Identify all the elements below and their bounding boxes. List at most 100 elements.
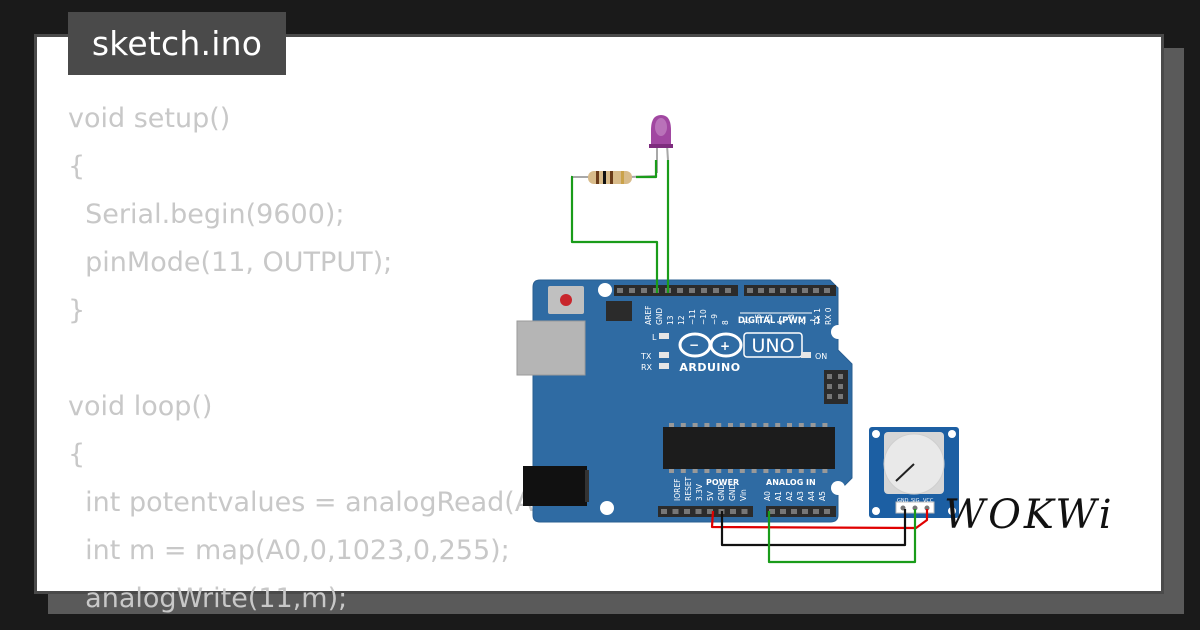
digital-pin-label: ~11 [688, 309, 697, 325]
digital-pin-label: ~6 [754, 314, 763, 325]
header-pin [689, 288, 695, 293]
chip-leg [716, 423, 722, 427]
led[interactable] [649, 115, 673, 173]
digital-pin-label: TX 1 [813, 308, 822, 326]
mount-hole [600, 501, 614, 515]
wokwi-logo: WOKWi [944, 492, 1115, 538]
code-line: analogWrite(11,m); [68, 583, 348, 614]
chip-leg [798, 423, 804, 427]
header-pin [684, 509, 690, 514]
code-line: int m = map(A0,0,1023,0,255); [68, 535, 510, 566]
chip-leg [739, 423, 745, 427]
code-line: void setup() [68, 103, 231, 134]
header-pin [617, 288, 623, 293]
chip-leg [739, 469, 745, 473]
digital-pin-label: 2 [798, 320, 807, 325]
chip-leg [692, 423, 698, 427]
power-jack [523, 466, 587, 506]
chip-leg [798, 469, 804, 473]
code-line: void loop() [68, 391, 213, 422]
digital-pin-label: 7 [743, 320, 752, 325]
power-pin-label: 3.3V [695, 483, 704, 501]
icsp-header [606, 301, 632, 321]
header-pin [813, 288, 819, 293]
reset-button-cap[interactable] [560, 294, 572, 306]
analog-pin-label: A3 [796, 491, 805, 501]
code-editor[interactable]: void setup() { Serial.begin(9600); pinMo… [68, 95, 570, 623]
digital-pin-label: GND [655, 308, 664, 325]
chip-leg [669, 423, 674, 427]
power-header-label: POWER [706, 478, 739, 487]
wire-a0-sig[interactable] [767, 509, 917, 564]
chip-leg [716, 469, 722, 473]
digital-header-label: DIGITAL (PWM ~) [738, 316, 820, 326]
tx-label: TX [640, 352, 652, 361]
on-led [801, 352, 811, 358]
wire-resistor-led[interactable] [636, 160, 658, 179]
power-pin-label: IOREF [673, 479, 682, 501]
header-pin [791, 288, 797, 293]
pot-pin-vcc: VCC [923, 498, 934, 504]
header-pin [769, 288, 775, 293]
mount-hole [831, 481, 845, 495]
header-pin [758, 288, 764, 293]
header-pin [813, 509, 819, 514]
header-pin [713, 288, 719, 293]
analog-pin-label: A1 [774, 491, 783, 501]
chip-leg [751, 423, 757, 427]
l-label: L [652, 333, 657, 342]
header-pin [791, 509, 797, 514]
digital-pin-label: 12 [677, 315, 686, 325]
digital-pin-label: ~9 [710, 314, 719, 325]
header-pin [780, 288, 786, 293]
header-pin [802, 509, 808, 514]
chip-leg [680, 423, 686, 427]
header-pin [695, 509, 702, 514]
board-model-label: UNO [751, 335, 794, 357]
chip-leg [822, 469, 828, 473]
chip-leg [704, 469, 710, 473]
code-line: } [68, 295, 86, 326]
chip-leg [680, 469, 686, 473]
pot-pin-sig: SIG [911, 498, 920, 504]
digital-pin-label: 8 [721, 320, 730, 325]
header-pin [725, 288, 731, 293]
header-pin [672, 509, 679, 514]
code-line: Serial.begin(9600); [68, 199, 345, 230]
chip-leg [787, 469, 792, 473]
mount-hole [831, 325, 845, 339]
chip-leg [775, 469, 781, 473]
header-pin [802, 288, 808, 293]
digital-pin-label: ~5 [765, 314, 774, 325]
rx-label: RX [641, 363, 653, 372]
digital-pin-label: ~3 [787, 314, 796, 325]
header-pin [707, 509, 713, 514]
chip-leg [704, 423, 710, 427]
header-pin [780, 509, 786, 514]
l-led [659, 333, 669, 339]
wire-gnd-pot[interactable] [720, 509, 907, 547]
header-pin [641, 288, 647, 293]
code-line: { [68, 439, 86, 470]
code-line: int potentvalues = analogRead(A0); [68, 487, 571, 518]
power-pin-label: GND [717, 484, 726, 501]
code-line: { [68, 151, 86, 182]
analog-pin-label: A2 [785, 491, 794, 501]
header-pin [661, 509, 667, 514]
header-pin [741, 509, 748, 514]
power-pin-label: RESET [684, 477, 693, 501]
chip-leg [728, 423, 733, 427]
wire-gnd-resistor[interactable] [570, 175, 659, 293]
potentiometer[interactable]: GND SIG VCC [869, 427, 959, 518]
mount-hole [598, 283, 612, 297]
power-pin-label: Vin [739, 489, 748, 501]
power-pin-label: 5V [706, 490, 715, 501]
digital-header-left [614, 285, 738, 296]
header-pin [730, 509, 736, 514]
file-tab[interactable]: sketch.ino [68, 12, 286, 75]
chip-leg [810, 423, 816, 427]
tx-led [659, 352, 669, 358]
chip-leg [692, 469, 698, 473]
